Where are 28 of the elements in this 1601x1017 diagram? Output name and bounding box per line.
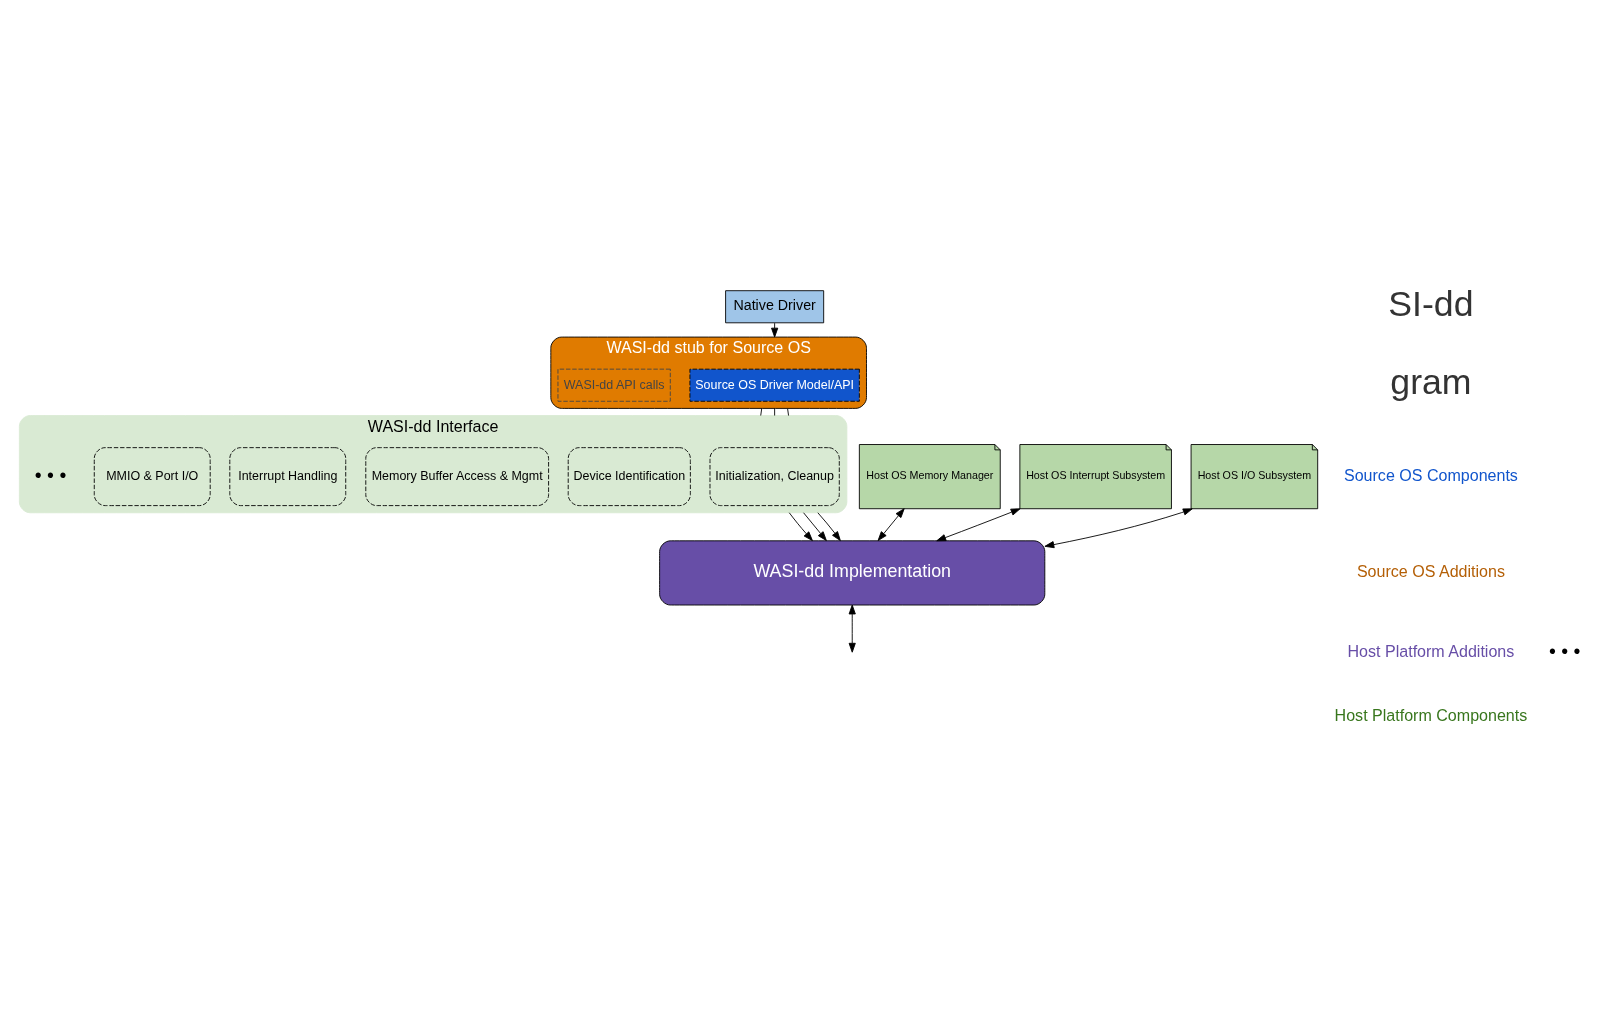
node-box: Memory Buffer Access & Mgmt bbox=[365, 447, 550, 507]
arrow bbox=[803, 512, 827, 541]
node-box: MMIO & Port I/O bbox=[93, 447, 211, 507]
connector bbox=[787, 407, 789, 416]
arrow bbox=[936, 508, 1021, 542]
connector bbox=[760, 407, 763, 416]
arrow bbox=[788, 512, 813, 541]
label: • • • bbox=[1548, 640, 1581, 663]
connector bbox=[774, 407, 776, 416]
node-box: WASI-dd API calls bbox=[557, 368, 671, 402]
arrow bbox=[817, 512, 841, 541]
label: SI-dd bbox=[1388, 283, 1474, 324]
node-box: Interrupt Handling bbox=[229, 447, 347, 507]
node-box: Source OS Driver Model/API bbox=[689, 368, 860, 402]
label: gram bbox=[1390, 362, 1472, 403]
node-box: Device Identification bbox=[567, 447, 691, 507]
label: Source OS Components bbox=[1343, 465, 1518, 484]
arrow bbox=[848, 604, 856, 653]
label: Source OS Additions bbox=[1356, 561, 1505, 580]
node-box: Initialization, Cleanup bbox=[709, 447, 840, 507]
arrow bbox=[877, 508, 905, 541]
label: Host Platform Additions bbox=[1347, 642, 1515, 661]
arrow bbox=[771, 322, 779, 338]
arrow bbox=[1044, 508, 1193, 549]
node-box: Native Driver bbox=[725, 290, 825, 324]
label: Host Platform Components bbox=[1334, 706, 1528, 725]
node-box: WASI-dd Implementation bbox=[659, 540, 1046, 606]
label: • • • bbox=[34, 463, 67, 486]
